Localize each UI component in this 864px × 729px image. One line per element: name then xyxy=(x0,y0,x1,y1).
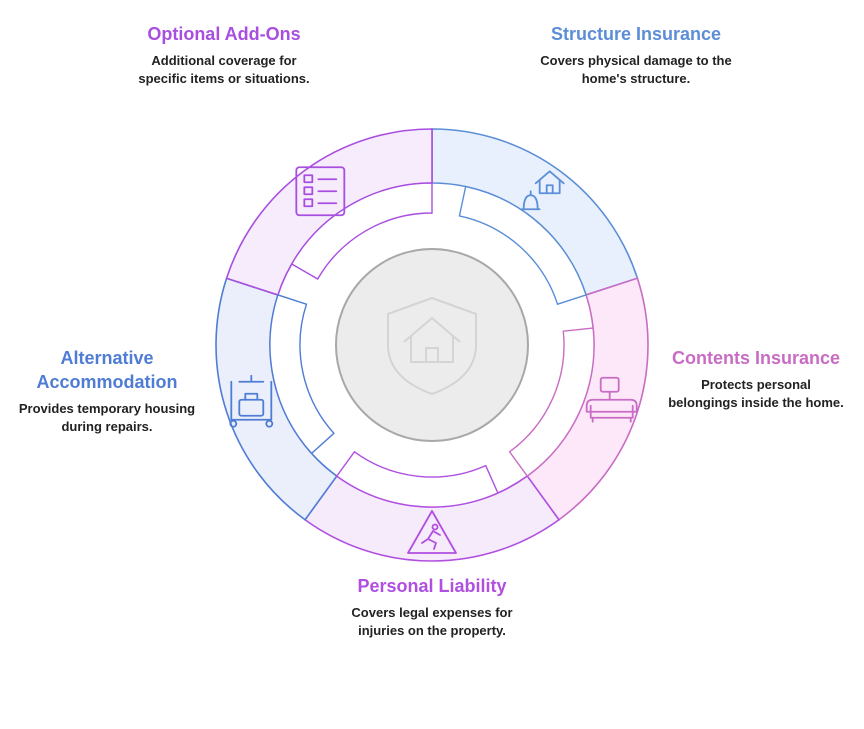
home-shield-icon xyxy=(387,297,477,395)
segment-title: Personal Liability xyxy=(357,576,507,596)
sofa-lamp-icon xyxy=(585,376,638,423)
inner-arc-accommodation xyxy=(269,294,335,455)
segment-description: Provides temporary housing during repair… xyxy=(18,401,196,434)
segment-title: Structure Insurance xyxy=(550,24,722,44)
inner-arc-addons xyxy=(290,182,433,280)
segment-description: Additional coverage for specific items o… xyxy=(138,53,310,86)
segment-title: Contents Insurance xyxy=(671,348,841,368)
inner-arc-structure xyxy=(458,185,587,306)
inner-connector-ring xyxy=(269,182,595,508)
house-hardhat-icon xyxy=(520,170,565,211)
segment-description: Protects personal belongings inside the … xyxy=(668,377,844,410)
luggage-cart-icon xyxy=(229,374,274,428)
wet-floor-warning-icon xyxy=(407,510,457,554)
inner-arc-contents xyxy=(508,327,595,478)
inner-arc-liability xyxy=(335,450,499,508)
checklist-icon xyxy=(295,166,346,217)
segment-title: Optional Add-Ons xyxy=(147,24,301,44)
segment-description: Covers physical damage to the home's str… xyxy=(540,53,732,86)
segment-title: Alternative Accommodation xyxy=(36,348,178,392)
center-hub-circle xyxy=(335,248,529,442)
center-hub xyxy=(335,248,529,442)
segment-icons xyxy=(229,166,638,554)
coverage-ring xyxy=(215,128,649,562)
segment-description: Covers legal expenses for injuries on th… xyxy=(351,605,513,638)
